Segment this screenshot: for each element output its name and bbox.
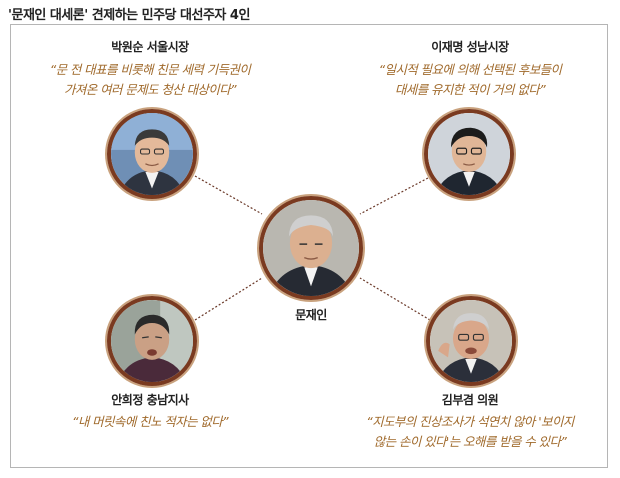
connector-park	[194, 175, 263, 215]
quote-line: “지도부의 진상조사가 석연치 않아 '보이지	[366, 414, 574, 429]
quote-line: 않는 손이 있다'는 오해를 받을 수 있다”	[373, 434, 567, 449]
person-name-ahn: 안희정 충남지사	[111, 393, 189, 407]
person-name-kim: 김부겸 의원	[441, 393, 499, 407]
quote-line: “일시적 필요에 의해 선택된 후보들이	[378, 62, 562, 77]
person-name-lee: 이재명 성남시장	[431, 40, 509, 54]
quote-line: 가져온 여러 문제도 청산 대상이다”	[64, 82, 237, 97]
ahn-hee-jung-portrait-icon	[107, 296, 197, 386]
moon-jae-in-portrait-icon	[259, 196, 363, 300]
figure-title: '문재인 대세론' 견제하는 민주당 대선주자 4인	[8, 8, 250, 23]
quote-line: “문 전 대표를 비롯해 친문 세력 기득권이	[49, 62, 251, 77]
center-name: 문재인	[295, 308, 327, 322]
quote-line: “내 머릿속에 친노 적자는 없다”	[71, 414, 229, 429]
connector-lee	[359, 177, 429, 215]
park-won-soon-portrait-icon	[107, 109, 197, 199]
lee-jae-myung-portrait-icon	[424, 109, 514, 199]
person-quote-park: “문 전 대표를 비롯해 친문 세력 기득권이 가져온 여러 문제도 청산 대상…	[30, 60, 270, 100]
kim-boo-kyum-portrait-icon	[426, 296, 516, 386]
person-quote-ahn: “내 머릿속에 친노 적자는 없다”	[40, 412, 260, 432]
quote-line: 대세를 유지한 적이 거의 없다”	[394, 82, 546, 97]
connector-ahn	[194, 277, 263, 321]
person-quote-lee: “일시적 필요에 의해 선택된 후보들이 대세를 유지한 적이 거의 없다”	[350, 60, 590, 100]
connector-kim	[359, 277, 431, 321]
person-quote-kim: “지도부의 진상조사가 석연치 않아 '보이지 않는 손이 있다'는 오해를 받…	[330, 412, 610, 452]
person-name-park: 박원순 서울시장	[111, 40, 189, 54]
